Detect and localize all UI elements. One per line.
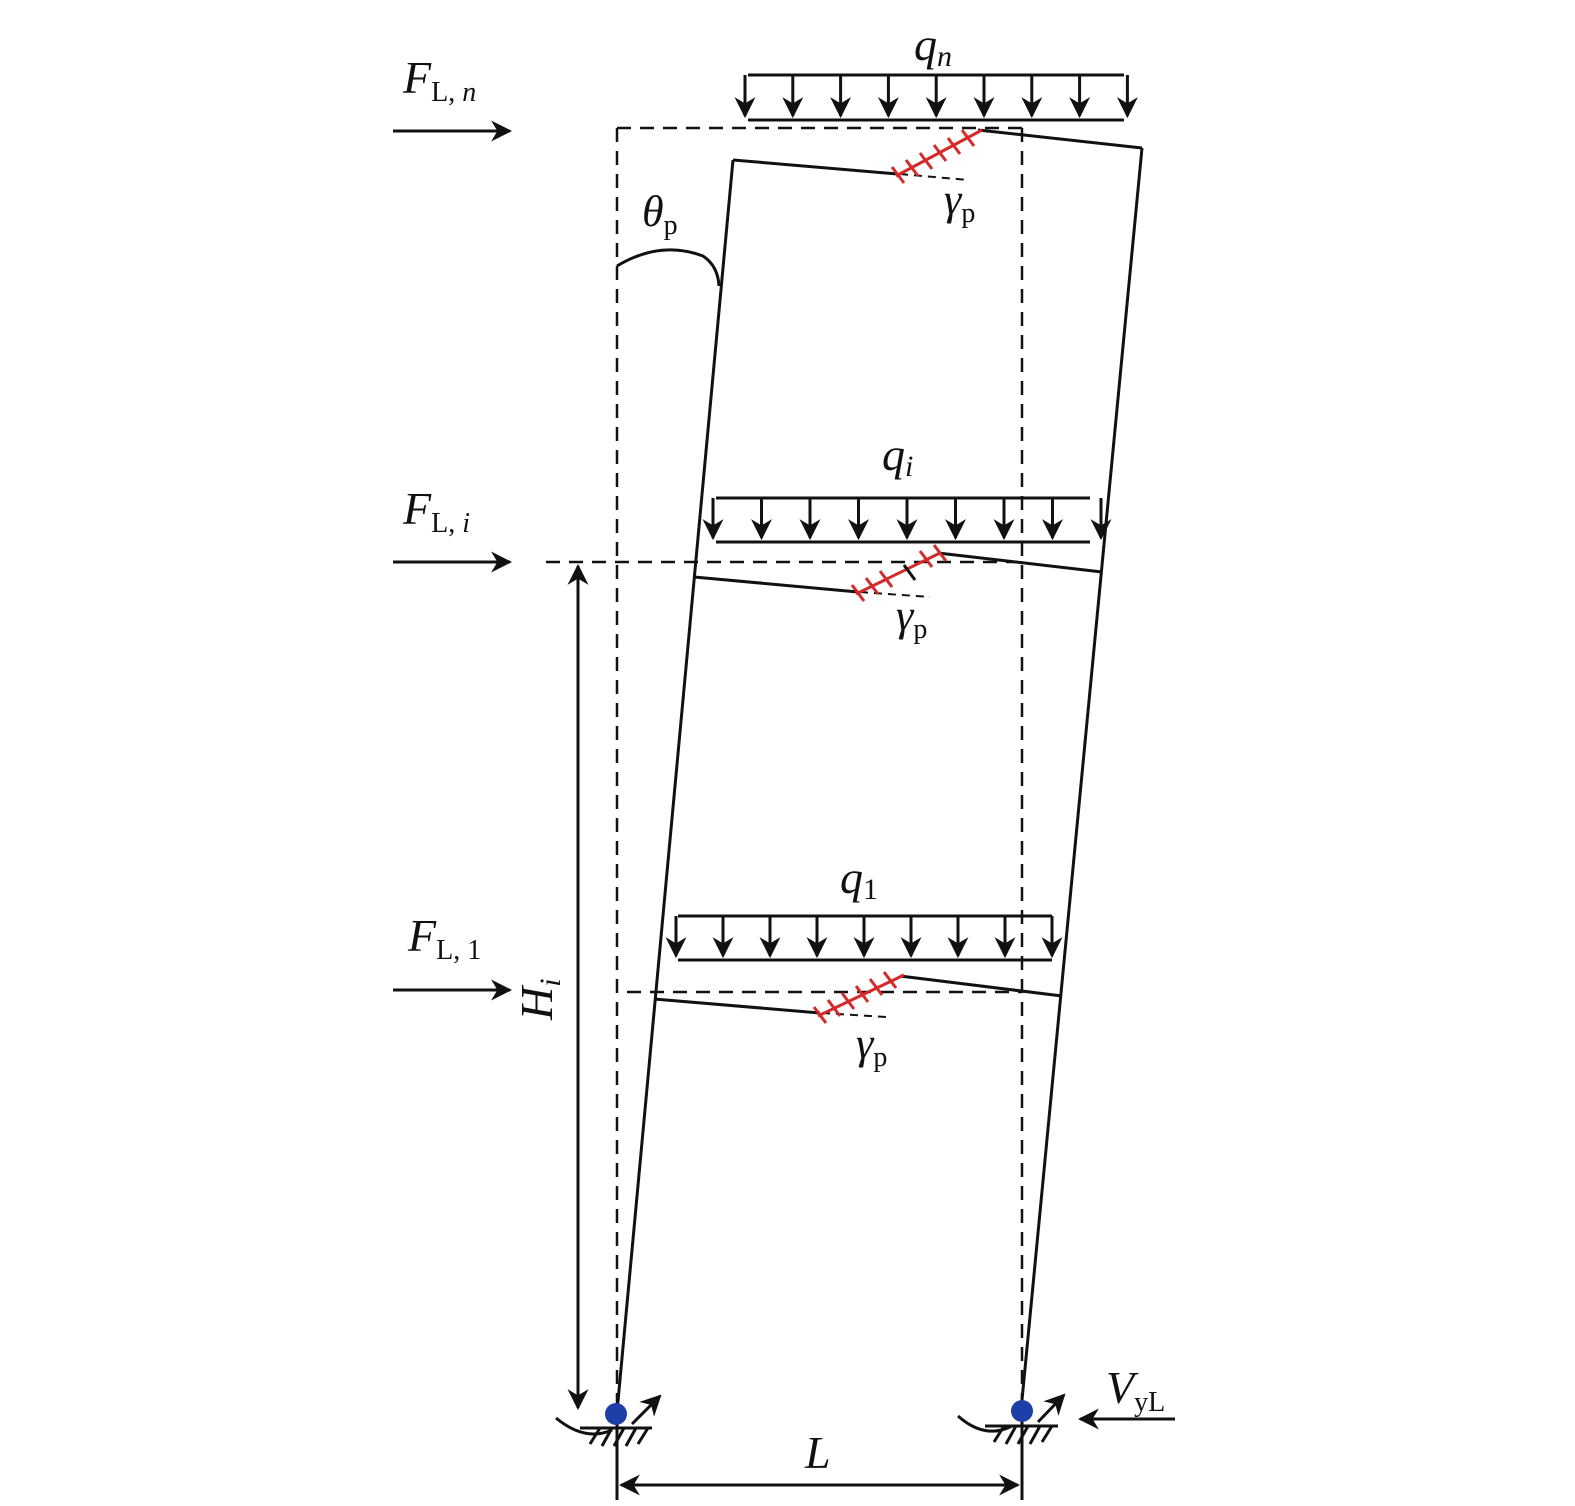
distributed-load-middle <box>702 496 1112 544</box>
deformed-middle-beam-right <box>937 551 1103 574</box>
deformed-bottom-beam-right <box>899 974 1063 998</box>
hinge-middle <box>850 544 948 602</box>
original-frame <box>546 126 1024 1412</box>
left-support-icon <box>555 1394 662 1447</box>
span-label: L <box>804 1427 831 1478</box>
hinge-bottom <box>812 971 905 1024</box>
hinge-top <box>890 128 983 184</box>
dimensions <box>567 563 1024 1500</box>
chord-middle <box>859 591 931 598</box>
f-l-1-label: FL, 1 <box>407 910 481 966</box>
gamma-label-bottom: γp <box>856 1019 887 1073</box>
right-support-icon <box>957 1393 1066 1445</box>
chord-bottom <box>821 1012 887 1018</box>
deformed-bottom-beam-left <box>653 997 821 1015</box>
q-i-label: qi <box>882 429 913 483</box>
hinge-middle-black-tick <box>902 564 917 581</box>
gamma-label-top: γp <box>944 175 975 229</box>
deformed-top-beam-left <box>732 158 899 176</box>
gamma-label-middle: γp <box>896 591 927 645</box>
height-label: Hi <box>511 978 567 1021</box>
distributed-loads <box>665 73 1138 962</box>
q-1-label: q1 <box>840 852 878 906</box>
lateral-forces <box>393 120 1175 1430</box>
deformed-frame <box>615 128 1144 1413</box>
q-n-label: qn <box>914 19 952 73</box>
deformed-top-beam-right <box>977 128 1143 150</box>
f-l-n-label: FL, n <box>402 52 476 108</box>
right-support-pin <box>1011 1400 1033 1422</box>
distributed-load-top <box>734 73 1138 122</box>
reaction-label: VyL <box>1106 1362 1165 1418</box>
left-support-pin <box>605 1403 627 1425</box>
theta-label: θp <box>642 187 678 241</box>
f-l-i-label: FL, i <box>402 483 470 539</box>
deformed-left-column <box>615 159 735 1413</box>
deformed-right-column <box>1020 147 1144 1401</box>
rotation-angle-arc <box>616 248 721 287</box>
rotation-chords <box>821 173 969 1018</box>
distributed-load-bottom <box>665 914 1063 962</box>
plastic-hinge-icon <box>812 128 983 1024</box>
chord-top <box>899 173 969 181</box>
deformed-middle-beam-left <box>693 575 859 594</box>
